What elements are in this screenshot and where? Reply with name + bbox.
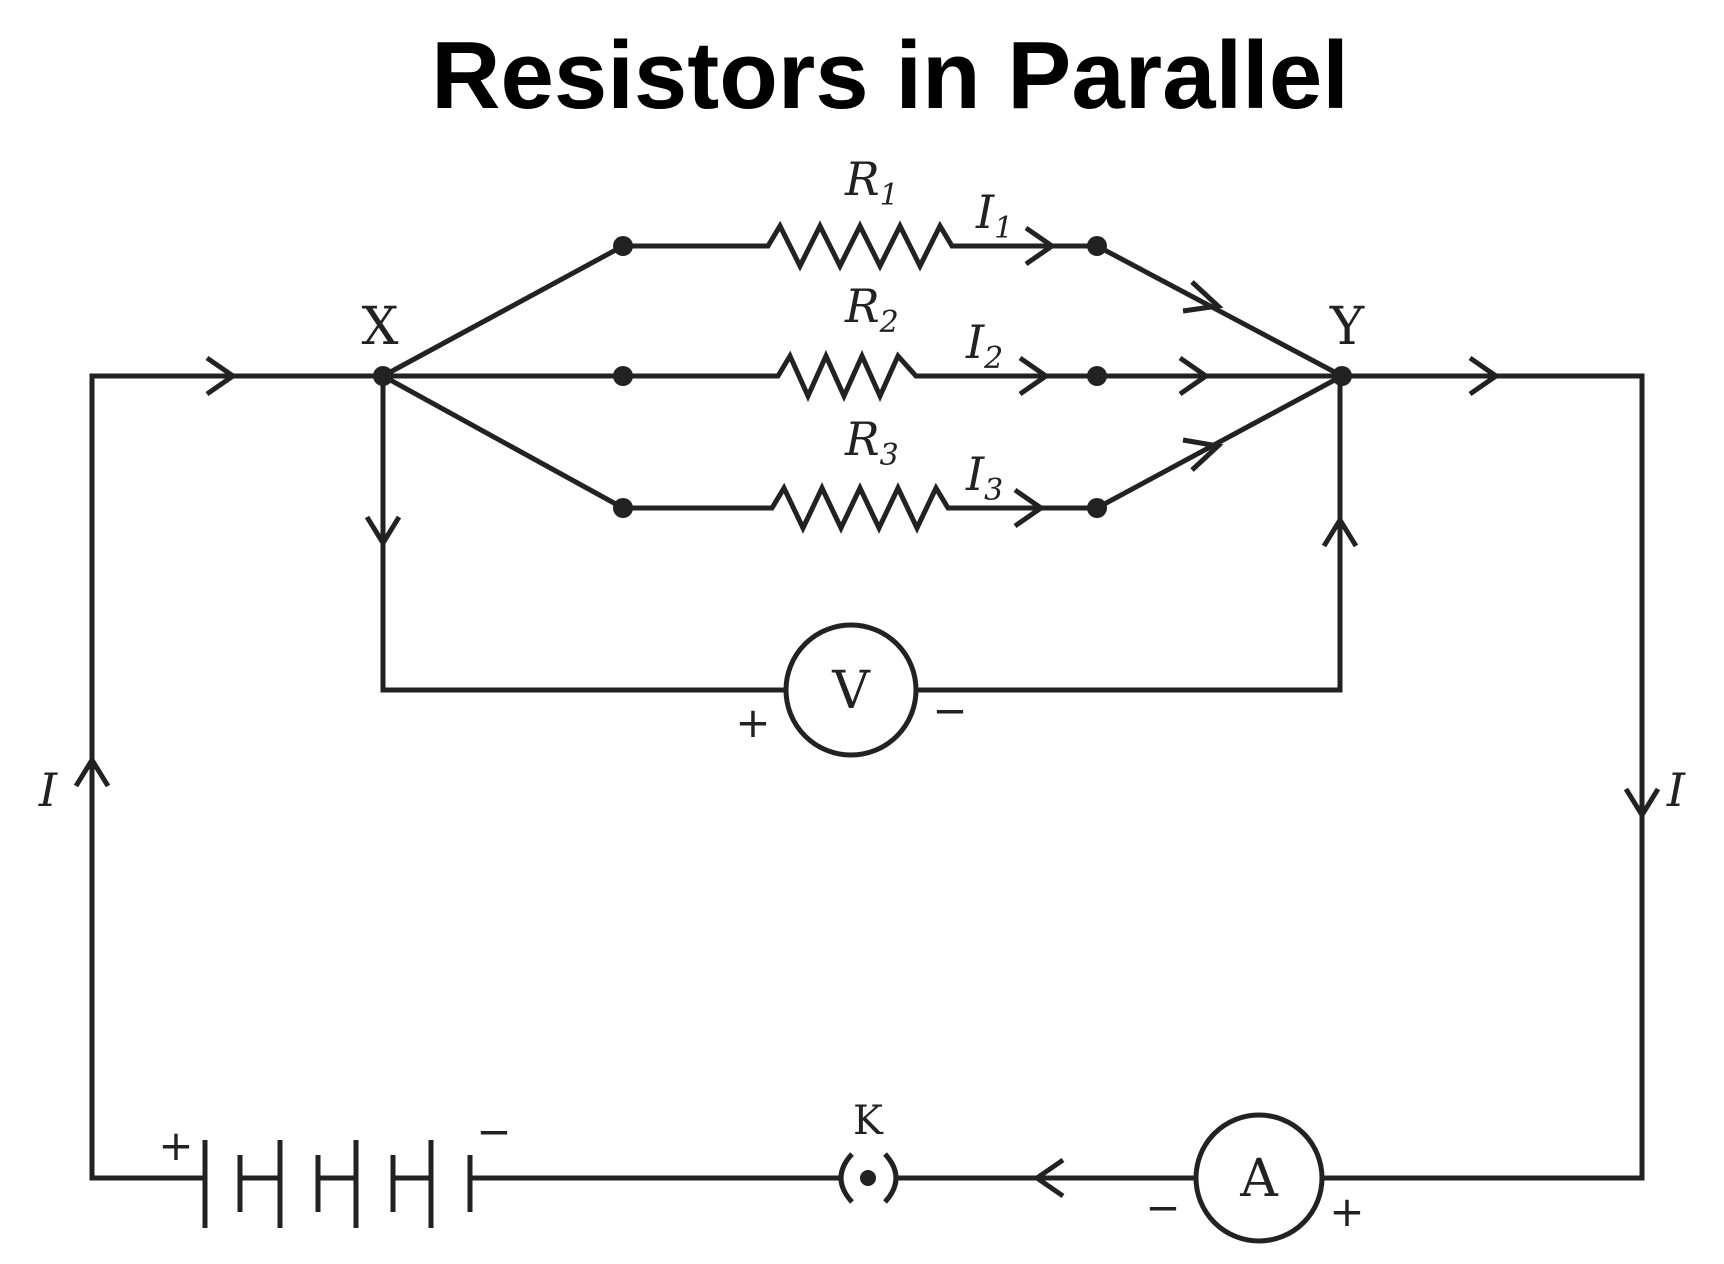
diagram-title: Resistors in Parallel bbox=[431, 22, 1349, 129]
key-left-bracket bbox=[838, 1152, 854, 1204]
current-i1-subscript: 1 bbox=[994, 211, 1013, 246]
left-wire bbox=[89, 373, 383, 1181]
arrow-up-left-wire bbox=[73, 755, 111, 788]
junction-dots bbox=[373, 236, 1352, 518]
voltmeter-branch: V + − bbox=[380, 376, 1343, 758]
voltmeter-label: V bbox=[831, 661, 871, 721]
branch-r3-left-terminal bbox=[613, 498, 633, 518]
arrow-left-bottom-wire bbox=[1032, 1157, 1065, 1199]
arrow-r3-diagonal bbox=[1182, 437, 1224, 472]
current-arrows bbox=[73, 225, 1661, 1199]
resistor-r2-symbol: R bbox=[844, 279, 880, 333]
branch-r1-wire bbox=[381, 220, 1344, 379]
resistor-r3-symbol: R bbox=[844, 412, 880, 466]
resistor-r3-subscript: 3 bbox=[880, 438, 899, 473]
current-i1-symbol: I bbox=[975, 185, 995, 239]
arrow-down-right-wire bbox=[1623, 787, 1661, 820]
junction-y bbox=[1332, 366, 1352, 386]
current-i3-label: I3 bbox=[965, 447, 1003, 508]
battery: + − bbox=[158, 1107, 512, 1228]
ammeter-minus: − bbox=[1145, 1183, 1180, 1232]
key-label: K bbox=[853, 1098, 884, 1144]
key-contact bbox=[860, 1170, 876, 1186]
arrow-down-x-branch bbox=[364, 515, 402, 548]
node-y-label: Y bbox=[1329, 297, 1365, 357]
current-i3-subscript: 3 bbox=[984, 473, 1003, 508]
branch-r2-wire bbox=[383, 349, 1342, 403]
arrow-up-y-branch bbox=[1321, 515, 1359, 548]
branch-r1-right-terminal bbox=[1087, 236, 1107, 256]
voltmeter-wire bbox=[380, 376, 1343, 693]
main-current-right-label: I bbox=[1666, 763, 1686, 817]
right-wire bbox=[1322, 373, 1645, 1181]
voltmeter-circle bbox=[783, 622, 919, 758]
resistor-r2-label: R2 bbox=[844, 279, 899, 340]
branch-r3-wire bbox=[381, 373, 1344, 534]
branch-r2 bbox=[383, 349, 1342, 403]
branch-r2-right-terminal bbox=[1087, 366, 1107, 386]
current-i1-label: I1 bbox=[975, 185, 1013, 246]
main-loop-wires bbox=[89, 373, 1645, 1181]
voltmeter-plus: + bbox=[735, 698, 770, 747]
arrow-i3 bbox=[1013, 487, 1046, 529]
resistor-r1-symbol: R bbox=[844, 152, 880, 206]
resistor-r1-subscript: 1 bbox=[880, 178, 899, 213]
main-current-left-label: I bbox=[38, 763, 58, 817]
branch-r1-left-terminal bbox=[613, 236, 633, 256]
branch-r3-right-terminal bbox=[1087, 498, 1107, 518]
arrow-right-main-left bbox=[205, 355, 238, 397]
current-i2-label: I2 bbox=[965, 315, 1003, 376]
branch-r1 bbox=[381, 220, 1344, 379]
branch-r2-left-terminal bbox=[613, 366, 633, 386]
current-i2-symbol: I bbox=[965, 315, 985, 369]
junction-x bbox=[373, 366, 393, 386]
battery-minus: − bbox=[476, 1107, 511, 1156]
arrow-r1-diagonal bbox=[1182, 280, 1224, 314]
arrow-i2 bbox=[1018, 355, 1051, 397]
key-right-bracket bbox=[883, 1152, 899, 1204]
ammeter-circle bbox=[1193, 1112, 1325, 1244]
branch-r3 bbox=[381, 373, 1344, 534]
battery-plus: + bbox=[158, 1121, 193, 1170]
arrow-i1 bbox=[1024, 225, 1057, 267]
ammeter: A − + bbox=[1145, 1112, 1365, 1244]
current-i2-subscript: 2 bbox=[983, 341, 1003, 376]
resistor-r1-label: R1 bbox=[844, 152, 899, 213]
resistor-r3-label: R3 bbox=[844, 412, 899, 473]
current-i3-symbol: I bbox=[965, 447, 985, 501]
arrow-r2-right bbox=[1178, 355, 1211, 397]
key-switch: K bbox=[838, 1098, 899, 1204]
ammeter-plus: + bbox=[1329, 1187, 1364, 1236]
voltmeter-minus: − bbox=[932, 686, 967, 735]
arrow-right-main-right bbox=[1468, 355, 1501, 397]
resistor-r2-subscript: 2 bbox=[879, 305, 899, 340]
ammeter-label: A bbox=[1239, 1149, 1279, 1209]
node-x-label: X bbox=[361, 297, 398, 357]
